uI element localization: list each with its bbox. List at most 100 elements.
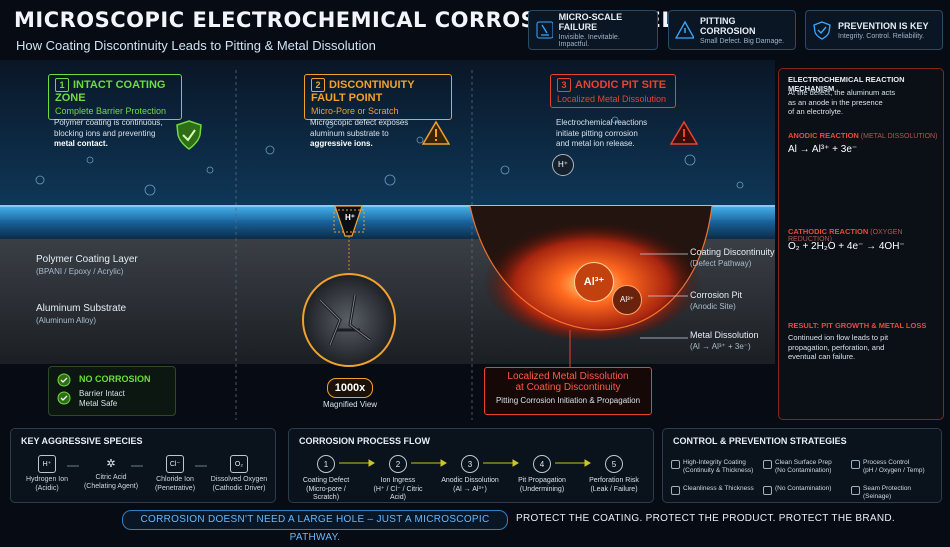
- h-ion-label: H⁺: [345, 213, 355, 222]
- layer-sub: (BPANI / Epoxy / Acrylic): [36, 267, 124, 276]
- species-list: H⁺ Hydrogen Ion(Acidic) ✲Citric Acid(Chel…: [15, 455, 271, 493]
- badge-sub: Integrity. Control. Reliability.: [838, 32, 925, 40]
- strategy-item: Seam Protection (Seinage): [851, 485, 939, 501]
- result-text: Continued ion flow leads to pit propagat…: [788, 333, 888, 362]
- intro-line: as an anode in the presence: [788, 97, 883, 107]
- footer-slogan: PROTECT THE COATING. PROTECT THE PRODUCT…: [516, 513, 895, 524]
- step-number: 5: [605, 455, 623, 473]
- strategy-line: High-Integrity Coating: [683, 459, 746, 466]
- zone-number: 2: [311, 78, 325, 92]
- pit-label-discontinuity: Coating Discontinuity (Defect Pathway): [690, 247, 775, 268]
- cathodic-sub: (OXYGEN REDUCTION): [788, 229, 903, 243]
- magnified-view-label: Magnified View: [322, 400, 378, 409]
- zone-subtitle: Localized Metal Dissolution: [557, 94, 667, 104]
- al-ion-bubble: Al³⁺: [574, 262, 614, 302]
- anodic-heading: ANODIC REACTION (METAL DISSOLUTION): [788, 131, 937, 140]
- strategy-line: Seam Protection (Seinage): [863, 485, 912, 500]
- strategy-item: Cleanliness & Thickness: [671, 485, 759, 495]
- species-arrows: [67, 465, 207, 467]
- panel-heading: CONTROL & PREVENTION STRATEGIES: [673, 436, 847, 446]
- species-name-line: (Acidic): [35, 484, 59, 492]
- step-label-line: (Al → Al³⁺): [453, 485, 487, 493]
- no-corrosion-card: NO CORROSION Barrier Intact Metal Safe: [48, 366, 176, 416]
- zone-2-description: Microscopic defect exposes aluminum subs…: [310, 118, 420, 150]
- layer-title: Aluminum Substrate: [36, 303, 127, 314]
- species-name: Hydrogen Ion(Acidic): [26, 476, 68, 493]
- hydrogen-ion-icon: H⁺: [38, 455, 56, 473]
- zone-number: 3: [557, 78, 571, 92]
- species-item: Cl⁻Chloride Ion(Penetrative): [143, 455, 207, 493]
- pit-label-sub: (Defect Pathway): [690, 259, 752, 268]
- anodic-title: ANODIC REACTION: [788, 131, 859, 140]
- layer-title: Polymer Coating Layer: [36, 254, 138, 265]
- footer-tagline: CORROSION DOESN'T NEED A LARGE HOLE – JU…: [122, 510, 508, 543]
- step-label-line: (H⁺ / Cl⁻ / Citric Acid): [373, 485, 423, 502]
- pit-leader-lines: [640, 253, 688, 339]
- desc-line: Polymer coating is continuous,: [54, 118, 163, 127]
- badge-title: MICRO-SCALE FAILURE: [558, 12, 623, 32]
- oxygen-icon: O₂: [230, 455, 248, 473]
- microscope-icon: [536, 21, 553, 39]
- result-line: propagation, perforation, and: [788, 342, 885, 352]
- species-name: Chloride Ion(Penetrative): [155, 476, 195, 493]
- pit-label-sub: (Al → Al³⁺ + 3e⁻): [690, 342, 751, 351]
- species-name-line: Hydrogen Ion: [25, 476, 69, 483]
- status-line: Metal Safe: [79, 399, 118, 408]
- result-line: Continued ion flow leads to pit: [788, 333, 889, 342]
- checkbox-icon: [671, 486, 680, 495]
- strategy-item: Clean Surface Prep(No Contamination): [763, 459, 851, 475]
- cathodic-title: CATHODIC REACTION: [788, 227, 869, 236]
- desc-line: Electrochemical reactions: [556, 118, 648, 127]
- zone-title: DISCONTINUITY FAULT POINT: [311, 79, 415, 104]
- strategy-item: (No Contamination): [763, 485, 851, 495]
- strategy-line: Process Control: [863, 459, 910, 466]
- page-subtitle: How Coating Discontinuity Leads to Pitti…: [16, 38, 376, 53]
- check-circle-icon: [57, 373, 71, 387]
- strategy-line: Clean Surface Prep: [775, 459, 832, 466]
- strategy-item: High-Integrity Coating(Continuity & Thic…: [671, 459, 759, 475]
- species-name-line: Chloride Ion: [156, 476, 194, 483]
- pit-callout: Localized Metal Dissolution at Coating D…: [484, 367, 652, 415]
- species-panel: KEY AGGRESSIVE SPECIES H⁺Hydrogen Ion(Ac…: [10, 428, 276, 503]
- cross-section-scene: [0, 60, 941, 420]
- step-label: Ion Ingress(H⁺ / Cl⁻ / Citric Acid): [367, 477, 429, 503]
- pit-label-dissolution: Metal Dissolution (Al → Al³⁺ + 3e⁻): [690, 330, 759, 351]
- badge-title: PREVENTION IS KEY: [838, 20, 929, 31]
- pit-callout-line: at Coating Discontinuity: [515, 382, 621, 393]
- magnification-badge: 1000x: [327, 378, 373, 398]
- step-number: 2: [389, 455, 407, 473]
- strategy-line: (pH / Oxygen / Temp): [863, 467, 925, 474]
- molecule-icon: ✲: [106, 457, 116, 470]
- process-arrows: [339, 459, 591, 467]
- species-item: O₂ Dissolved Oxygen(Cathodic Driver): [207, 455, 271, 493]
- cathodic-heading: CATHODIC REACTION (OXYGEN REDUCTION): [788, 227, 943, 243]
- species-item: ✲Citric Acid(Chelating Agent): [79, 455, 143, 493]
- step-label: Perforation Risk(Leak / Failure): [589, 477, 639, 494]
- badge-sub: Small Defect. Big Damage.: [700, 37, 785, 45]
- layer-sub: (Aluminum Alloy): [36, 316, 97, 325]
- step-number: 1: [317, 455, 335, 473]
- pit-label-title: Corrosion Pit: [690, 290, 743, 300]
- pit-label-title: Coating Discontinuity: [690, 247, 775, 257]
- check-circle-icon: [57, 391, 71, 405]
- zone-subtitle: Micro-Pore or Scratch: [311, 106, 399, 116]
- zone-1-description: Polymer coating is continuous, blocking …: [54, 118, 174, 150]
- step-label-line: Coating Defect: [302, 477, 350, 484]
- species-name-line: Dissolved Oxygen: [210, 476, 268, 483]
- species-name-line: (Cathodic Driver): [212, 484, 266, 492]
- step-number: 4: [533, 455, 551, 473]
- pit-label-sub: (Anodic Site): [690, 302, 736, 311]
- zone-subtitle: Complete Barrier Protection: [55, 106, 167, 116]
- step-label: Coating Defect(Micro-pore / Scratch): [295, 477, 357, 503]
- pit-label-title: Metal Dissolution: [690, 330, 759, 340]
- species-item: H⁺ Hydrogen Ion(Acidic): [15, 455, 79, 493]
- desc-line: initiate pitting corrosion: [556, 128, 638, 138]
- step-label-line: Pit Propagation: [518, 477, 566, 484]
